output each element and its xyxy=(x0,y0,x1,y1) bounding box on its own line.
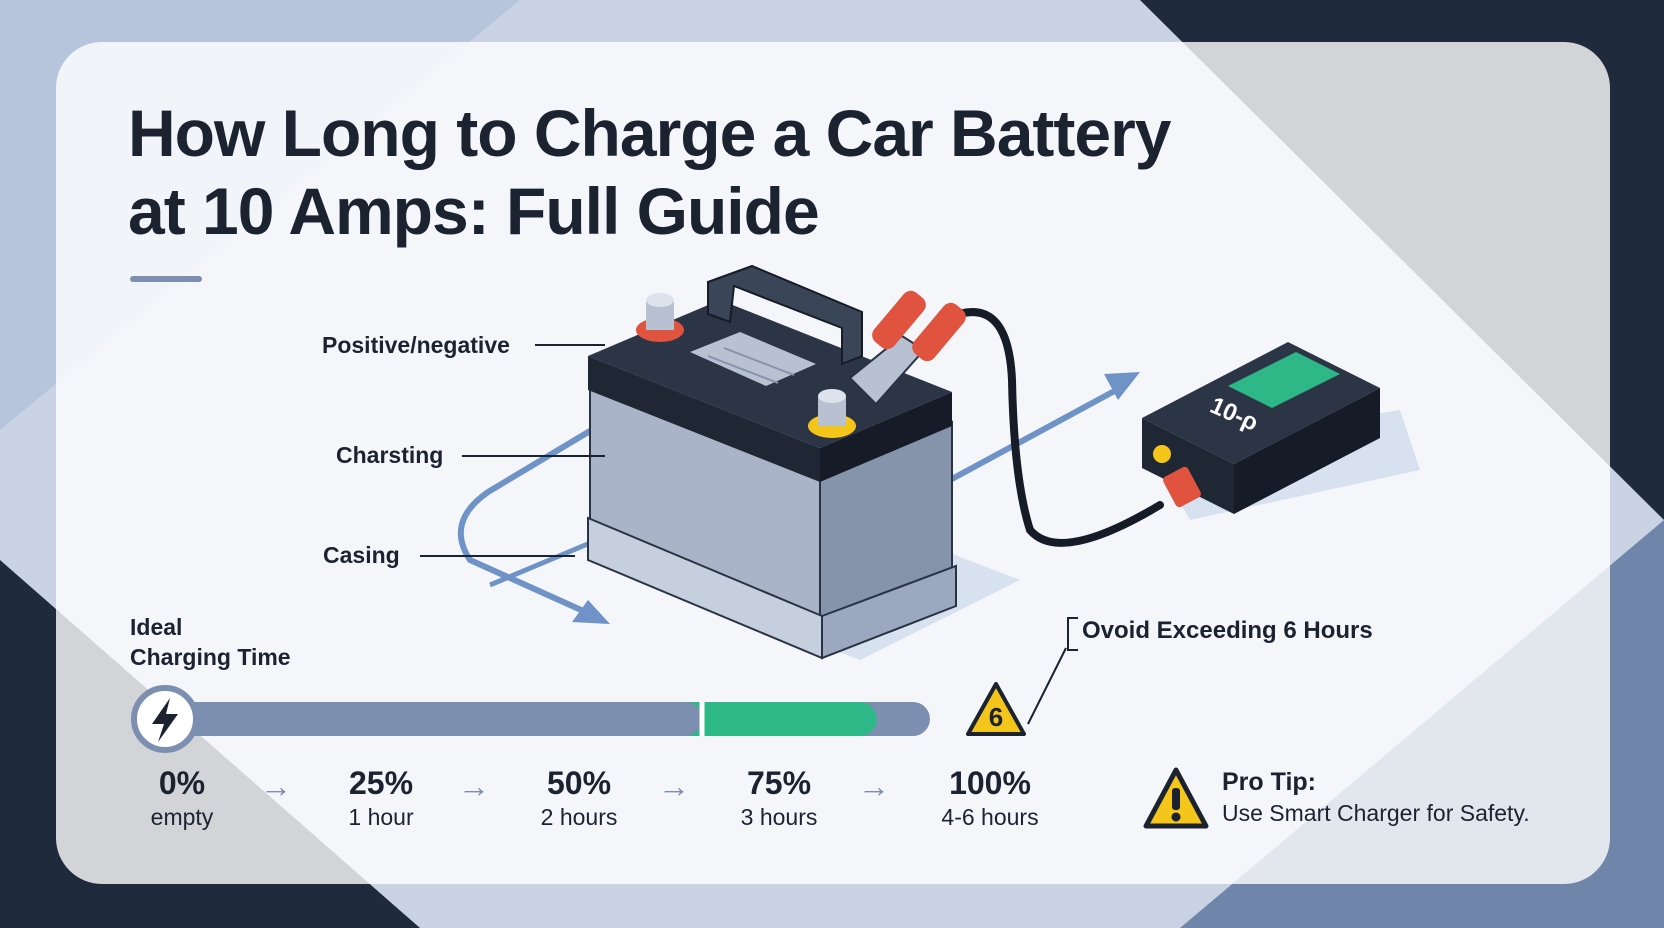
step-percent: 0% xyxy=(158,765,206,801)
step-time: 3 hours xyxy=(740,804,818,830)
lightning-icon xyxy=(152,698,178,742)
step-time: 4-6 hours xyxy=(941,804,1039,830)
step-arrow-icon: → xyxy=(260,768,292,804)
ideal-line-2: Charging Time xyxy=(130,644,291,670)
warning-text: Ovoid Exceeding 6 Hours xyxy=(1082,617,1373,644)
flow-arrow-head-up xyxy=(1104,372,1140,400)
charger-indicator xyxy=(1153,445,1171,463)
pro-tip-text: Use Smart Charger for Safety. xyxy=(1222,800,1530,826)
step-percent: 50% xyxy=(546,765,612,801)
charger-plug xyxy=(1163,466,1201,508)
warning-marker-icon xyxy=(966,682,1026,736)
title-line-1: How Long to Charge a Car Battery xyxy=(128,96,1171,170)
charger-side xyxy=(1234,388,1380,514)
clamp-handle-1 xyxy=(872,290,926,350)
step-percent: 100% xyxy=(949,765,1031,801)
page-title: How Long to Charge a Car Battery at 10 A… xyxy=(128,94,1328,250)
step-percent: 25% xyxy=(348,765,414,801)
clamp-handle-2 xyxy=(912,302,966,362)
step-arrow-icon: → xyxy=(858,768,890,804)
step-1: 25% 1 hour xyxy=(306,764,456,832)
flow-line-upper xyxy=(948,385,1122,483)
battery-base-side xyxy=(821,564,957,660)
battery-handle xyxy=(707,264,863,366)
title-underline xyxy=(130,276,202,282)
battery-lid-side xyxy=(820,392,952,482)
pro-tip: Pro Tip: Use Smart Charger for Safety. xyxy=(1222,766,1530,828)
step-arrow-icon: → xyxy=(458,768,490,804)
ideal-charging-time-label: Ideal Charging Time xyxy=(130,612,291,672)
casing-label: Casing xyxy=(323,542,400,568)
progress-fill xyxy=(170,702,702,736)
step-time: 1 hour xyxy=(348,804,414,830)
warning-bracket xyxy=(1067,617,1078,651)
charger-screen xyxy=(1228,352,1340,408)
terminals-label: Positive/negative xyxy=(322,332,510,358)
flow-arrow-head-down xyxy=(572,600,610,624)
ideal-line-1: Ideal xyxy=(130,614,183,640)
step-0: 0% empty xyxy=(107,764,257,832)
step-arrow-icon: → xyxy=(658,768,690,804)
step-time: 2 hours xyxy=(540,804,618,830)
pro-tip-title: Pro Tip: xyxy=(1222,768,1316,796)
title-line-2: at 10 Amps: Full Guide xyxy=(128,174,820,248)
step-percent: 75% xyxy=(746,765,812,801)
battery-lid-front xyxy=(588,356,820,482)
step-4: 100% 4-6 hours xyxy=(915,764,1065,832)
charger-front xyxy=(1142,418,1234,514)
clamp-cable xyxy=(944,308,1164,547)
step-2: 50% 2 hours xyxy=(504,764,654,832)
warning-leader-line xyxy=(1027,647,1067,725)
step-3: 75% 3 hours xyxy=(704,764,854,832)
warning-marker-number: 6 xyxy=(989,702,1003,732)
charging-label: Charsting xyxy=(336,442,444,468)
step-time: empty xyxy=(150,804,214,830)
flow-arrow-loop xyxy=(457,425,597,617)
